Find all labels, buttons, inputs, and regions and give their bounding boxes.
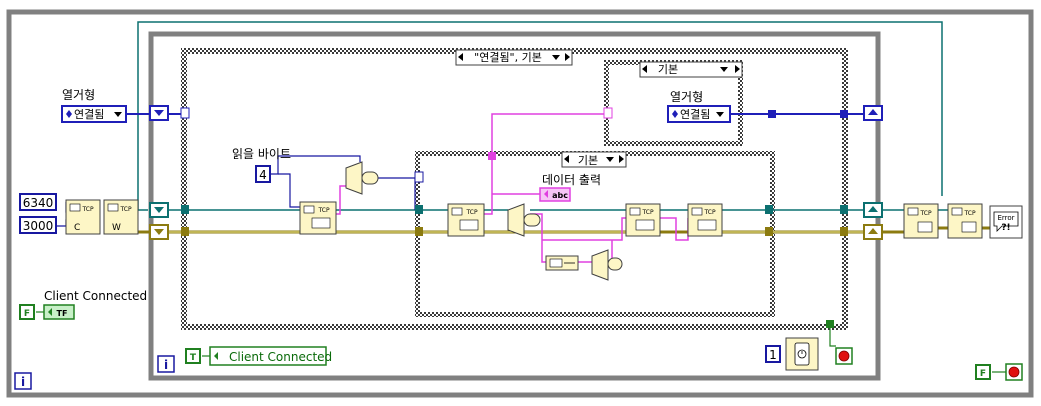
outer-case-selector[interactable]: "연결됨", 기본 (455, 49, 573, 66)
false-constant-left[interactable]: F (19, 304, 35, 320)
stop-icon[interactable] (835, 347, 853, 365)
client-connected-indicator[interactable]: TF (43, 304, 75, 320)
outer-stop-icon[interactable] (1005, 363, 1023, 381)
top-case-tunnel-enum-out (768, 110, 776, 118)
top-case-selector-terminal (603, 107, 613, 119)
tcp-write-inner-icon[interactable]: TCP (625, 203, 661, 237)
tcp-write-icon[interactable]: TCP W (103, 199, 139, 235)
boolean-wire (36, 311, 1006, 373)
tcp-open-text: TCP (81, 206, 94, 213)
stop-tunnel (826, 320, 834, 328)
tcp-write-inner-text-2: TCP (703, 209, 716, 216)
inner-case-tunnel-string (488, 152, 496, 160)
tcp-close-text: TCP (919, 210, 932, 217)
inner-iteration-label: i (164, 358, 168, 372)
inner-case-tunnel-error-out (765, 227, 773, 236)
string-length-icon[interactable] (545, 255, 579, 271)
data-output-label: 데이터 출력 (542, 173, 601, 187)
bytes-to-read-label: 읽을 바이트 (232, 147, 291, 161)
tcp-open-icon[interactable]: TCP C (65, 199, 101, 235)
outer-case-label: "연결됨", 기본 (474, 51, 542, 64)
inner-case-tunnel-tcp-out (765, 205, 773, 214)
tcp-connection-wire (137, 21, 948, 211)
shift-register-right-error (863, 224, 883, 240)
tcp-close-icon-2[interactable]: TCP (947, 203, 983, 239)
false-right-value: F (980, 369, 986, 379)
tcp-close-icon[interactable]: TCP (903, 203, 939, 239)
shift-register-left-tcp (149, 202, 169, 218)
tcp-write-letter: W (112, 223, 121, 233)
local-variable-text: Client Connected (229, 350, 332, 364)
error-handler-symbol: ?! (1001, 223, 1010, 233)
outer-while-loop[interactable] (6, 9, 1034, 398)
tcp-write-text: TCP (119, 206, 132, 213)
shift-register-right-tcp (863, 202, 883, 218)
case-selector-terminal (180, 107, 190, 119)
case-tunnel-tcp-out (840, 205, 848, 214)
case-tunnel-error-out (840, 227, 848, 236)
bytes-value: 4 (259, 168, 267, 182)
tcp-close-text-2: TCP (963, 210, 976, 217)
port-value: 6340 (23, 196, 54, 210)
case-tunnel-enum-out (840, 110, 848, 118)
enum-constant-left-value: 연결됨 (74, 108, 104, 121)
inner-case-selector-terminal (414, 171, 424, 183)
wait-ms-icon[interactable] (785, 337, 819, 371)
inner-case-label: 기본 (578, 154, 598, 167)
top-inner-case-label: 기본 (658, 63, 678, 76)
false-constant-right[interactable]: F (975, 364, 991, 380)
true-constant[interactable]: T (185, 348, 201, 364)
data-output-indicator[interactable]: abc (539, 187, 571, 202)
tcp-open-letter: C (74, 223, 80, 233)
inner-case-selector[interactable]: 기본 (561, 151, 627, 168)
outer-loop-iteration-terminal (14, 372, 32, 390)
client-connected-local-variable[interactable]: Client Connected (209, 346, 332, 366)
select-length-icon[interactable] (591, 249, 623, 281)
client-connected-label: Client Connected (44, 289, 147, 303)
case-tunnel-tcp (181, 205, 189, 214)
select-icon[interactable] (345, 161, 379, 195)
inner-loop-iteration-terminal (157, 355, 175, 373)
tcp-write-inner-text: TCP (641, 209, 654, 216)
tcp-read-inner-icon[interactable]: TCP (447, 203, 485, 237)
false-left-value: F (24, 309, 30, 319)
client-connected-type: TF (57, 309, 68, 318)
timeout-value: 3000 (23, 219, 54, 233)
select-inner-icon[interactable] (507, 203, 541, 237)
enum-type-label-right: 열거형 (670, 90, 703, 104)
top-inner-case-selector[interactable]: 기본 (639, 61, 743, 78)
error-handler-icon[interactable]: Error ?! (989, 205, 1023, 239)
wait-ms-value: 1 (769, 348, 777, 362)
port-constant[interactable]: 6340 (19, 193, 57, 211)
tcp-read-inner-text: TCP (465, 209, 478, 216)
tcp-read-icon[interactable]: TCP (299, 201, 337, 235)
case-tunnel-error (181, 227, 189, 236)
enum-constant-right[interactable]: 연결됨 (667, 105, 731, 123)
shift-register-left-enum (149, 105, 169, 121)
inner-case-tunnel-tcp (415, 205, 423, 214)
shift-register-right-enum (863, 105, 883, 121)
tcp-write-inner-icon-2[interactable]: TCP (687, 203, 723, 237)
tcp-read-text: TCP (317, 207, 330, 214)
wait-ms-constant[interactable]: 1 (765, 345, 781, 363)
error-handler-text: Error (997, 214, 1014, 222)
data-output-type: abc (552, 191, 568, 200)
enum-constant-left[interactable]: 연결됨 (61, 105, 127, 123)
enum-constant-right-value: 연결됨 (680, 108, 710, 121)
timeout-constant[interactable]: 3000 (19, 216, 57, 234)
outer-iteration-label: i (21, 375, 25, 389)
bytes-to-read-constant[interactable]: 4 (255, 165, 271, 183)
true-value: T (190, 353, 197, 363)
shift-register-left-error (149, 224, 169, 240)
inner-case-tunnel-error (415, 227, 423, 236)
enum-type-label-left: 열거형 (62, 88, 95, 102)
